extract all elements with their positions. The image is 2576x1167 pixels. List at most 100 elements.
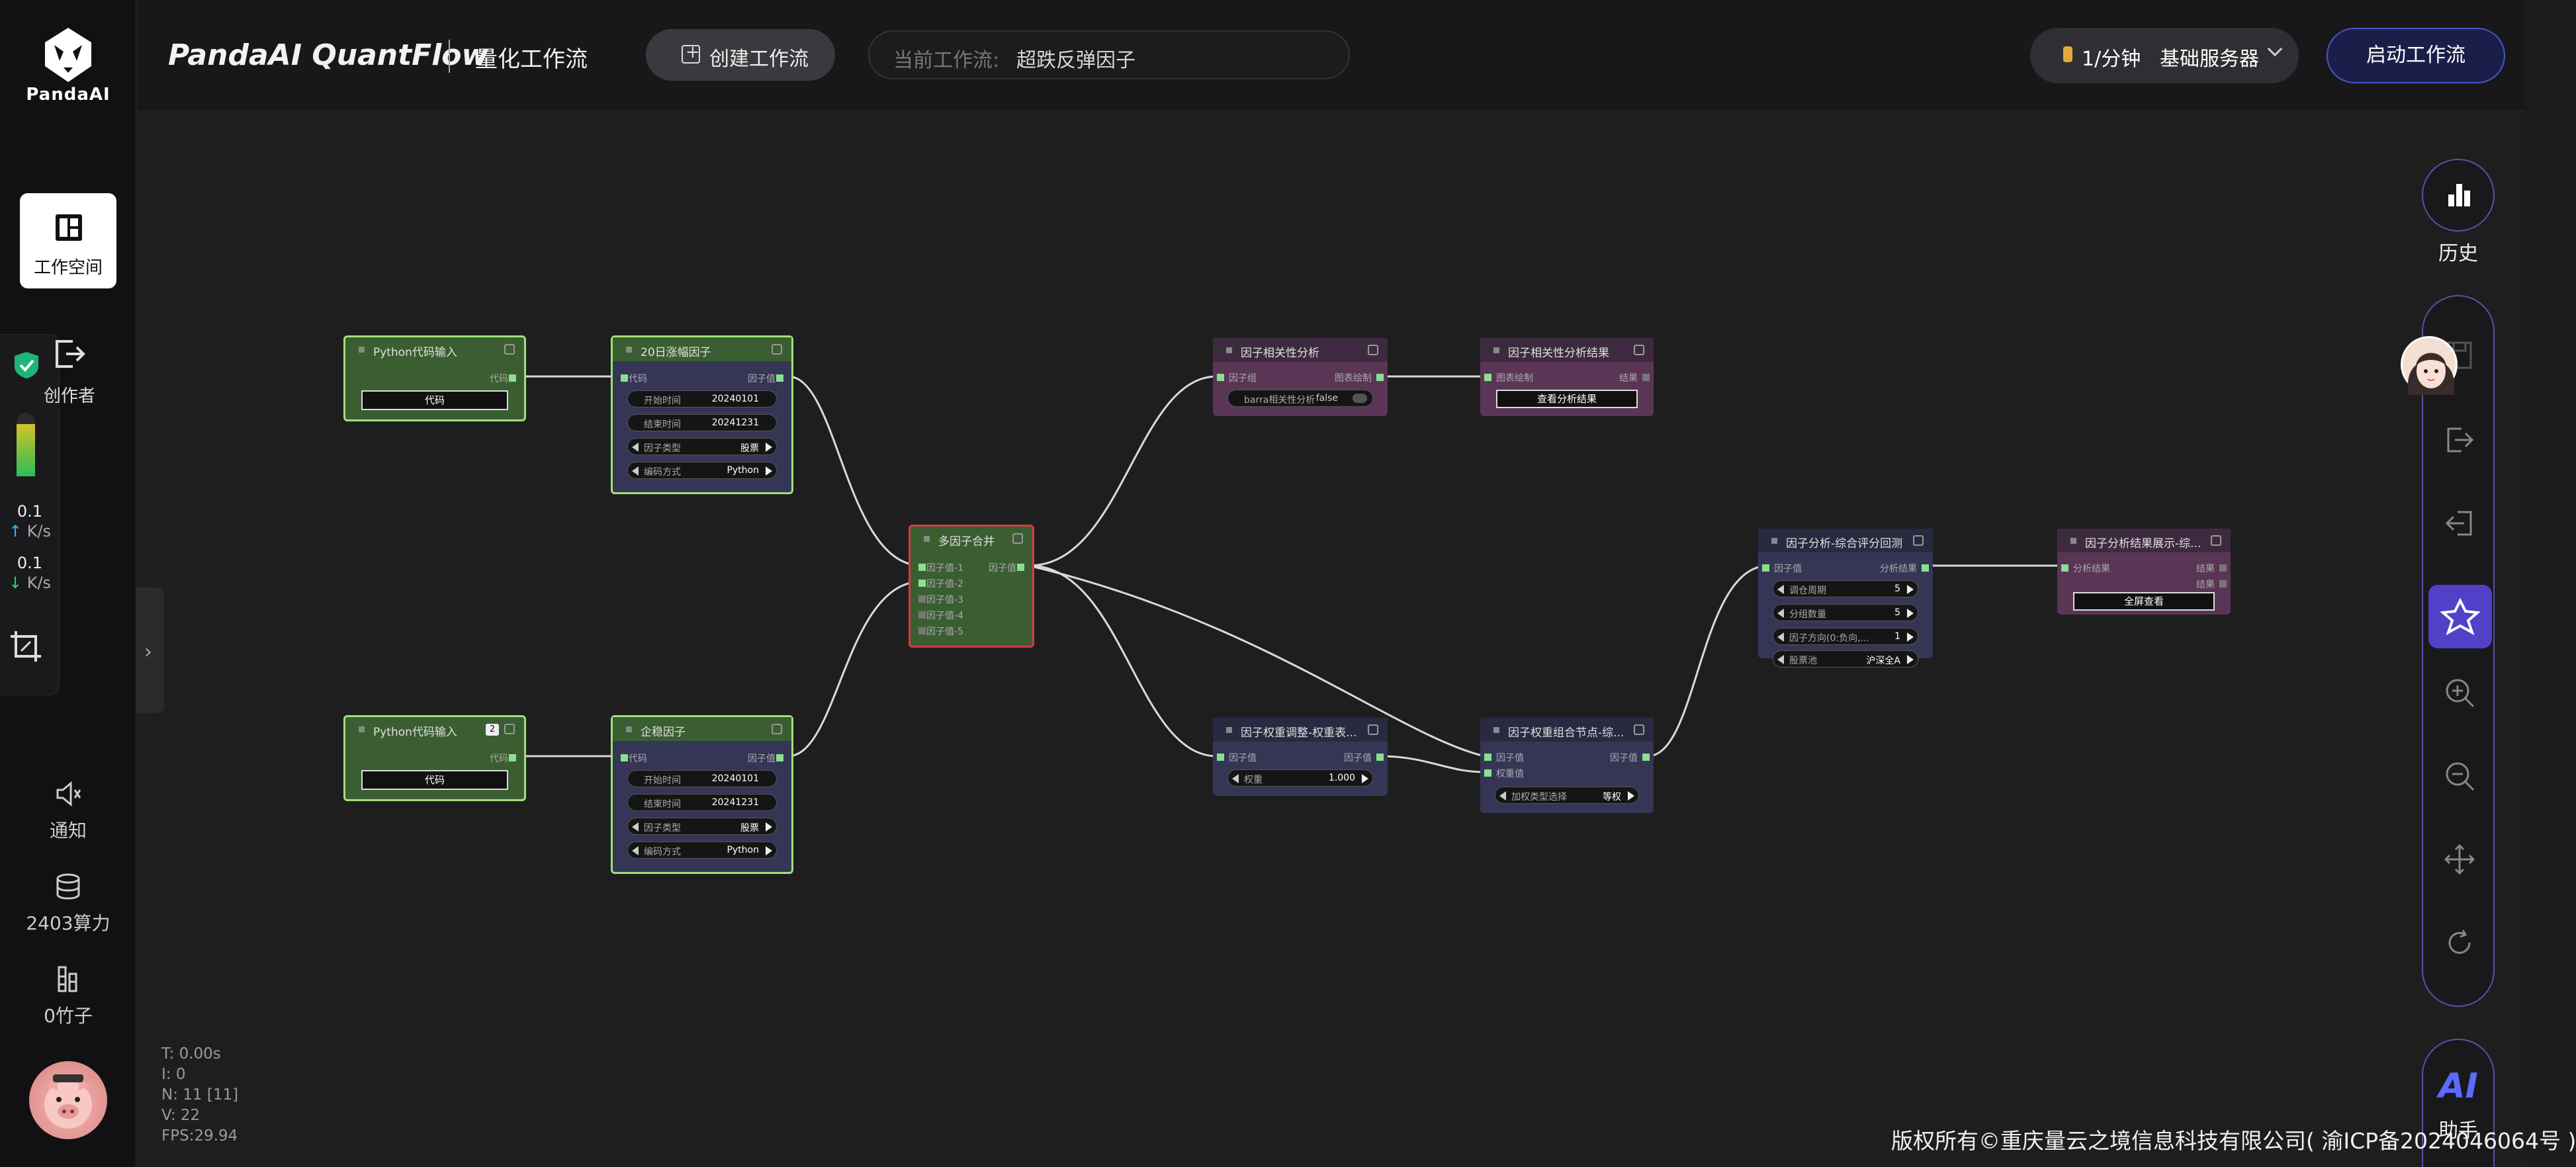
import-icon[interactable] [2443,507,2476,540]
arrow-left-icon[interactable] [632,822,639,832]
edit-icon[interactable] [1368,345,1378,355]
crop-icon[interactable] [9,630,42,663]
quant-tool-button[interactable] [2428,585,2492,648]
input-pin[interactable] [1762,564,1769,572]
stock-pool-select[interactable]: 股票池沪深全A [1773,650,1918,668]
notify-button[interactable]: 通知 [0,779,136,843]
input-pin[interactable] [918,627,926,634]
bamboo-button[interactable]: 0竹子 [0,965,136,1028]
arrow-left-icon[interactable] [632,466,639,476]
output-pin[interactable] [509,374,516,382]
factor-type-select[interactable]: 因子类型股票 [627,818,777,835]
input-pin[interactable] [2061,564,2068,572]
arrow-left-icon[interactable] [632,846,639,855]
view-result-button[interactable]: 查看分析结果 [1496,390,1638,408]
input-pin[interactable] [918,564,926,571]
edit-icon[interactable] [1634,345,1644,355]
edit-icon[interactable] [772,724,782,734]
arrow-right-icon[interactable] [766,846,772,855]
input-pin[interactable] [1217,754,1224,761]
assistant-avatar[interactable] [2401,336,2458,395]
node-correlation-result[interactable]: 因子相关性分析结果 图表绘制结果 查看分析结果 [1480,338,1654,416]
arrow-left-icon[interactable] [1777,609,1784,618]
compute-button[interactable]: 2403算力 [0,872,136,935]
edit-icon[interactable] [1368,724,1378,735]
output-pin[interactable] [1922,564,1929,572]
node-weight-combine[interactable]: 因子权重组合节点-综... 因子值因子值 权重值 加权类型选择等权 [1480,718,1654,813]
arrow-left-icon[interactable] [632,443,639,452]
output-pin[interactable] [1017,564,1024,571]
input-pin[interactable] [1484,754,1491,761]
arrow-right-icon[interactable] [1907,609,1914,618]
code-button[interactable]: 代码 [361,770,508,790]
node-analysis-result-display[interactable]: 因子分析结果展示-综... 分析结果结果 结果 全屏查看 [2057,529,2231,615]
input-pin[interactable] [918,595,926,603]
output-pin[interactable] [1642,374,1650,381]
node-python-input-2[interactable]: Python代码输入 2 代码 代码 [343,715,526,801]
input-pin[interactable] [1217,374,1224,381]
arrow-left-icon[interactable] [1232,774,1239,783]
ai-assistant-button[interactable]: AI 助手 [2422,1039,2495,1167]
edit-icon[interactable] [1012,533,1023,544]
arrow-left-icon[interactable] [1777,632,1784,642]
code-button[interactable]: 代码 [361,390,508,410]
start-workflow-button[interactable]: 启动工作流 [2327,28,2505,83]
zoom-out-icon[interactable] [2443,759,2476,793]
output-pin[interactable] [509,754,516,761]
edit-icon[interactable] [2211,535,2221,546]
arrow-left-icon[interactable] [1499,791,1506,800]
arrow-right-icon[interactable] [1907,585,1914,594]
factor-type-select[interactable]: 因子类型股票 [627,438,777,455]
move-icon[interactable] [2443,843,2476,876]
node-python-input-1[interactable]: Python代码输入 代码 代码 [343,335,526,421]
fullscreen-view-button[interactable]: 全屏查看 [2073,592,2215,611]
expand-panel-tab[interactable]: › [136,587,164,713]
input-pin[interactable] [918,580,926,587]
output-pin[interactable] [2219,564,2227,572]
input-pin[interactable] [621,754,628,761]
output-pin[interactable] [2219,580,2227,587]
arrow-left-icon[interactable] [1777,585,1784,594]
workspace-button[interactable]: 工作空间 [20,193,116,288]
output-pin[interactable] [1376,374,1384,381]
edit-icon[interactable] [504,344,515,355]
arrow-right-icon[interactable] [1907,655,1914,664]
export-icon[interactable] [2443,423,2476,456]
output-pin[interactable] [1376,754,1384,761]
edit-icon[interactable] [1634,724,1644,735]
input-pin[interactable] [1484,374,1491,381]
arrow-right-icon[interactable] [1628,791,1634,800]
edit-icon[interactable] [772,344,782,355]
factor-direction-stepper[interactable]: 因子方向(0:负向,...1 [1773,628,1918,645]
input-pin[interactable] [621,374,628,382]
weight-type-select[interactable]: 加权类型选择等权 [1495,787,1639,804]
refresh-icon[interactable] [2443,926,2476,959]
history-button[interactable] [2422,159,2495,232]
input-pin[interactable] [1484,769,1491,777]
zoom-in-icon[interactable] [2443,676,2476,709]
arrow-left-icon[interactable] [1777,655,1784,664]
user-avatar[interactable] [29,1061,107,1139]
arrow-right-icon[interactable] [766,822,772,832]
arrow-right-icon[interactable] [1907,632,1914,642]
output-pin[interactable] [776,754,783,761]
output-pin[interactable] [1642,754,1650,761]
output-pin[interactable] [776,374,783,382]
toggle-switch[interactable] [1353,394,1367,403]
